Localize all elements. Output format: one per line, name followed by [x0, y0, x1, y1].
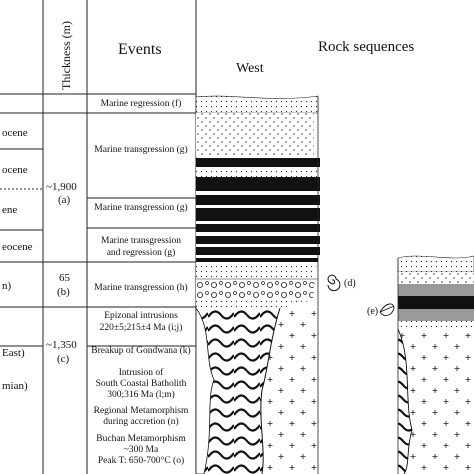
period-label: n) — [2, 280, 12, 292]
rock-column-east — [397, 255, 474, 474]
event-regional-metamorphism: during accretion (n) — [103, 416, 178, 427]
event-marine-regression: Marine regression (f) — [101, 98, 182, 109]
ammonite-fossil-icon — [327, 274, 341, 292]
event-buchan-metamorphism: ~300 Ma — [124, 445, 159, 455]
event-marine-transgression: Marine transgression (g) — [94, 144, 187, 155]
period-label: ene — [2, 204, 17, 216]
period-label: ocene — [2, 127, 28, 139]
thickness-value: 65 — [59, 272, 71, 284]
rock-column-west — [195, 95, 320, 474]
period-label: ocene — [2, 164, 28, 176]
thickness-header: Thickness (m) — [59, 21, 73, 90]
period-label: eocene — [2, 241, 33, 253]
event-regional-metamorphism: Regional Metamorphism — [94, 406, 189, 416]
leaf-fossil-icon — [379, 303, 395, 316]
rock-sequences-header: Rock sequences — [318, 39, 414, 55]
event-marine-transgression-regression: and regression (g) — [107, 247, 176, 258]
event-breakup-gondwana: Breakup of Gondwana (k) — [91, 345, 190, 356]
annotation-e: (e) — [367, 306, 378, 317]
events-header: Events — [118, 41, 162, 58]
west-label: West — [236, 61, 264, 76]
event-marine-transgression-regression: Marine transgression — [101, 236, 181, 246]
period-label: mian) — [2, 380, 28, 392]
event-buchan-metamorphism: Buchan Metamorphism — [96, 434, 186, 444]
events-column: Marine regression (f) Marine transgressi… — [91, 98, 190, 466]
thickness-ref: (c) — [57, 353, 70, 365]
thickness-value: ~1,900 — [46, 181, 77, 193]
annotation-d: (d) — [344, 278, 356, 289]
event-marine-transgression: Marine transgression (h) — [94, 282, 187, 293]
event-marine-transgression: Marine transgression (g) — [94, 202, 187, 213]
thickness-ref: (a) — [58, 194, 71, 206]
thickness-value: ~1,350 — [46, 339, 77, 351]
dashed-boundaries — [0, 188, 43, 308]
event-buchan-metamorphism: Peak T: 650-700°C (o) — [98, 455, 184, 466]
event-epizonal-intrusions: Epizonal intrusions — [104, 311, 178, 321]
event-epizonal-intrusions: 220±5;215±4 Ma (i;j) — [100, 322, 183, 333]
event-batholith: 300;316 Ma (l;m) — [107, 389, 175, 400]
thickness-ref: (b) — [57, 286, 70, 298]
table-grid — [0, 0, 197, 474]
event-batholith: South Coastal Batholith — [96, 379, 187, 389]
period-label: East) — [2, 347, 25, 359]
event-batholith: Intrusion of — [119, 367, 164, 378]
